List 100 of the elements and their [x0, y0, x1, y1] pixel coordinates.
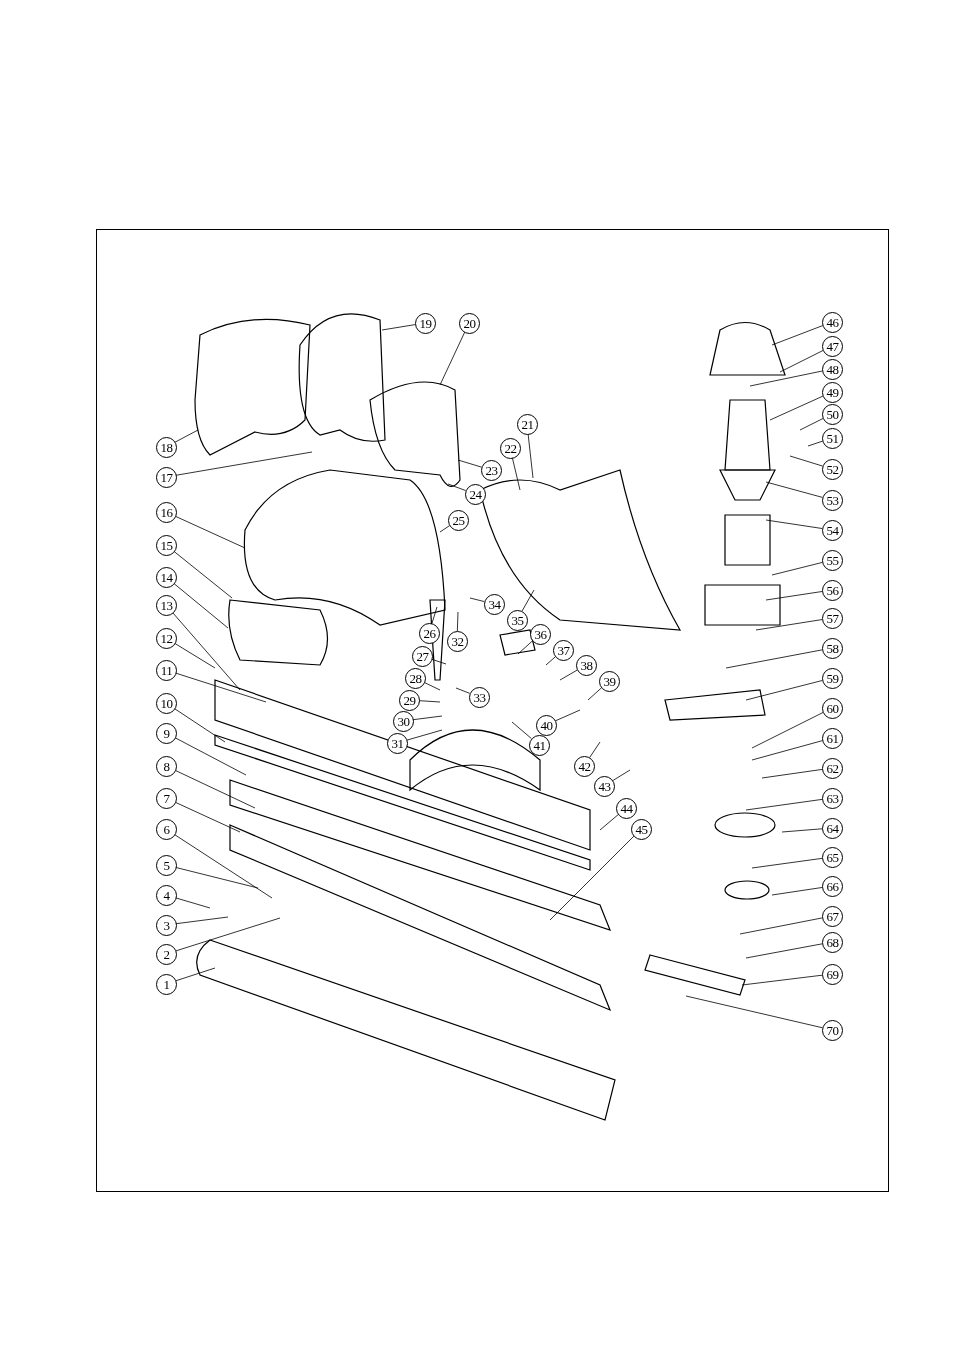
- callout-number: 40: [536, 715, 557, 736]
- callout-number: 4: [156, 885, 177, 906]
- leader-line: [751, 740, 823, 761]
- callout-number: 47: [822, 336, 843, 357]
- leader-line: [174, 642, 216, 669]
- leader-line: [175, 916, 229, 925]
- leader-line: [469, 597, 485, 602]
- leader-line: [439, 331, 466, 386]
- leader-line: [807, 440, 823, 447]
- leader-line: [781, 828, 823, 833]
- callout-number: 1: [156, 974, 177, 995]
- callout-number: 41: [529, 735, 550, 756]
- callout-number: 24: [465, 484, 486, 505]
- callout-number: 21: [517, 414, 538, 435]
- leader-line: [765, 481, 823, 498]
- leader-line: [587, 687, 602, 701]
- leader-line: [739, 917, 823, 935]
- leader-line: [725, 649, 823, 669]
- callout-number: 70: [822, 1020, 843, 1041]
- leader-line: [549, 835, 635, 921]
- callout-number: 53: [822, 490, 843, 511]
- leader-line: [521, 589, 535, 612]
- callout-number: 44: [616, 798, 637, 819]
- callout-number: 17: [156, 467, 177, 488]
- callout-number: 57: [822, 608, 843, 629]
- callout-number: 31: [387, 733, 408, 754]
- leader-line: [431, 658, 447, 665]
- callout-number: 58: [822, 638, 843, 659]
- leader-line: [751, 857, 823, 869]
- leader-line: [745, 680, 823, 701]
- callout-number: 12: [156, 628, 177, 649]
- leader-line: [456, 611, 459, 632]
- callout-number: 69: [822, 964, 843, 985]
- leader-line: [175, 897, 211, 909]
- callout-number: 11: [156, 660, 177, 681]
- leader-line: [789, 455, 823, 467]
- leader-line: [771, 562, 823, 576]
- leader-line: [175, 967, 216, 982]
- leader-line: [685, 995, 823, 1029]
- callout-number: 43: [594, 776, 615, 797]
- leader-line: [741, 974, 823, 986]
- leader-line: [765, 591, 823, 601]
- leader-line: [545, 656, 556, 666]
- callout-number: 6: [156, 819, 177, 840]
- callout-number: 15: [156, 535, 177, 556]
- callout-number: 14: [156, 567, 177, 588]
- leader-line: [174, 737, 247, 776]
- callout-number: 63: [822, 788, 843, 809]
- leader-line: [173, 550, 233, 599]
- leader-line: [751, 712, 824, 749]
- leader-line: [174, 801, 241, 833]
- callout-number: 36: [530, 624, 551, 645]
- leader-line: [765, 519, 823, 529]
- leader-line: [745, 799, 823, 811]
- leader-line: [769, 395, 824, 421]
- callout-number: 26: [419, 623, 440, 644]
- leader-line: [439, 525, 451, 533]
- leader-line: [589, 741, 601, 759]
- leader-line: [174, 429, 199, 443]
- callout-number: 61: [822, 728, 843, 749]
- leader-line: [779, 350, 824, 373]
- callout-number: 30: [393, 711, 414, 732]
- callout-number: 68: [822, 932, 843, 953]
- callout-number: 65: [822, 847, 843, 868]
- callout-number: 60: [822, 698, 843, 719]
- callout-number: 50: [822, 404, 843, 425]
- leader-line: [554, 709, 581, 722]
- leader-line: [174, 834, 273, 899]
- leader-line: [175, 867, 259, 889]
- leader-line: [175, 451, 313, 476]
- callout-number: 16: [156, 502, 177, 523]
- callout-number: 52: [822, 459, 843, 480]
- leader-line: [431, 606, 438, 624]
- callout-number: 5: [156, 855, 177, 876]
- callout-number: 8: [156, 756, 177, 777]
- callout-number: 33: [469, 687, 490, 708]
- leader-line: [172, 612, 241, 691]
- leader-line: [599, 814, 619, 831]
- leader-line: [511, 457, 521, 491]
- leader-line: [406, 729, 443, 741]
- leader-line: [381, 324, 416, 331]
- callout-number: 25: [448, 510, 469, 531]
- leader-line: [559, 669, 578, 681]
- leader-line: [455, 687, 471, 694]
- callout-number: 62: [822, 758, 843, 779]
- callout-number: 38: [576, 655, 597, 676]
- callout-number: 10: [156, 693, 177, 714]
- callout-number: 34: [484, 594, 505, 615]
- callout-number: 37: [553, 640, 574, 661]
- callout-number: 18: [156, 437, 177, 458]
- callout-number: 56: [822, 580, 843, 601]
- leader-line: [447, 483, 466, 491]
- leader-line: [174, 515, 246, 549]
- callout-number: 45: [631, 819, 652, 840]
- callout-number: 55: [822, 550, 843, 571]
- leader-line: [527, 433, 534, 479]
- callout-number: 54: [822, 520, 843, 541]
- leader-line: [175, 917, 281, 952]
- leader-line: [745, 943, 823, 959]
- leader-line: [517, 640, 533, 655]
